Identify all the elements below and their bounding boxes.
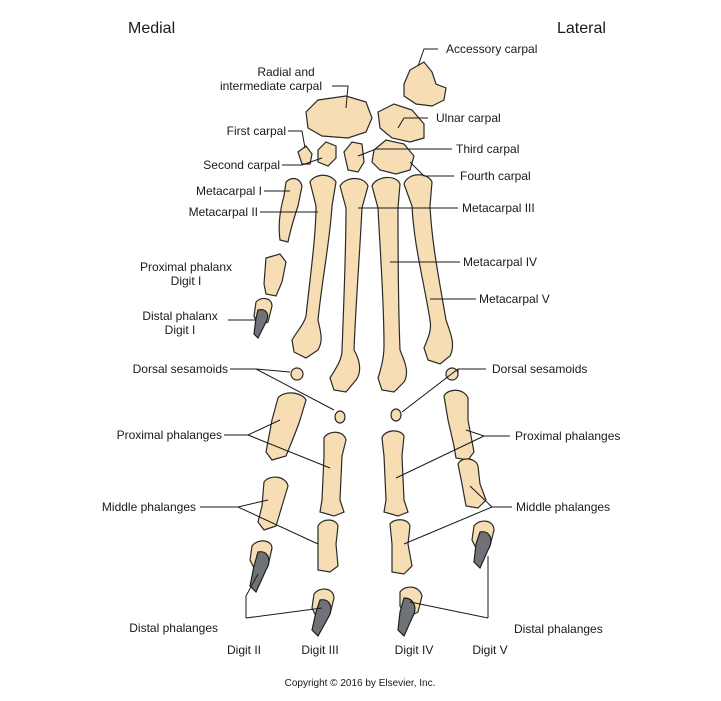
middle-phalanx-digit-v bbox=[457, 458, 487, 509]
leader-lines bbox=[200, 48, 512, 619]
middle-phalanges-right-label: Middle phalanges bbox=[516, 500, 611, 514]
digit-iii-label: Digit III bbox=[301, 643, 339, 657]
metacarpal-i-label: Metacarpal I bbox=[195, 184, 262, 198]
dorsal-sesamoid-digit-iv bbox=[390, 408, 402, 422]
third-carpal-label: Third carpal bbox=[456, 142, 520, 156]
metacarpal-ii-label: Metacarpal II bbox=[188, 205, 258, 219]
first-carpal-label: First carpal bbox=[226, 124, 286, 138]
distal-phalanx-digit-iv-claw bbox=[397, 597, 416, 638]
proximal-phalanx-digit-v bbox=[443, 389, 475, 461]
accessory-carpal-label: Accessory carpal bbox=[446, 42, 538, 56]
proximal-phalanx-digit-i-label-line2: Digit I bbox=[170, 274, 202, 288]
metacarpal-iii-label: Metacarpal III bbox=[462, 201, 535, 215]
metacarpal-iv-label: Metacarpal IV bbox=[463, 255, 538, 269]
distal-phalanx-digit-iii-claw bbox=[311, 599, 332, 637]
accessory-carpal-bone bbox=[403, 61, 447, 107]
middle-phalanx-digit-iii bbox=[317, 519, 339, 573]
third-carpal-bone bbox=[343, 141, 365, 173]
digit-v-label: Digit V bbox=[472, 643, 508, 657]
middle-phalanx-digit-ii bbox=[257, 476, 289, 531]
metacarpal-iii-bone bbox=[329, 177, 369, 393]
digit-iv-label: Digit IV bbox=[394, 643, 434, 657]
dorsal-sesamoids-right-label: Dorsal sesamoids bbox=[492, 362, 588, 376]
metacarpal-i-bone bbox=[278, 177, 303, 243]
proximal-phalanx-digit-iv bbox=[381, 430, 409, 517]
middle-phalanges-left-label: Middle phalanges bbox=[101, 500, 196, 514]
dorsal-sesamoids-left-label: Dorsal sesamoids bbox=[132, 362, 228, 376]
proximal-phalanges-left-label: Proximal phalanges bbox=[116, 428, 222, 442]
radial-intermediate-carpal-label-line2: intermediate carpal bbox=[219, 79, 323, 93]
second-carpal-label: Second carpal bbox=[203, 158, 280, 172]
digit-ii-label: Digit II bbox=[226, 643, 261, 657]
distal-phalanx-digit-i-label-line2: Digit I bbox=[164, 323, 196, 337]
lateral-heading: Lateral bbox=[557, 20, 606, 37]
metacarpal-iv-bone bbox=[371, 176, 408, 393]
fourth-carpal-bone bbox=[371, 139, 415, 175]
distal-phalanx-digit-v-claw bbox=[473, 531, 492, 570]
radial-intermediate-carpal-bone bbox=[305, 95, 373, 139]
metacarpal-v-bone bbox=[403, 174, 454, 365]
proximal-phalanx-digit-ii bbox=[265, 392, 307, 461]
distal-phalanges-left-label: Distal phalanges bbox=[129, 621, 218, 635]
proximal-phalanx-digit-i-bone bbox=[263, 253, 287, 297]
first-carpal-bone bbox=[297, 145, 313, 165]
ulnar-carpal-label: Ulnar carpal bbox=[436, 111, 501, 125]
proximal-phalanx-digit-iii bbox=[319, 431, 347, 517]
radial-intermediate-carpal-label-line1: Radial and bbox=[257, 65, 315, 79]
second-carpal-bone bbox=[317, 141, 337, 167]
metacarpal-v-label: Metacarpal V bbox=[479, 292, 550, 306]
fourth-carpal-label: Fourth carpal bbox=[460, 169, 531, 183]
copyright-notice: Copyright © 2016 by Elsevier, Inc. bbox=[284, 678, 436, 689]
medial-heading: Medial bbox=[128, 20, 176, 37]
distal-phalanx-digit-ii-claw bbox=[249, 551, 270, 594]
dorsal-sesamoid-digit-ii bbox=[290, 367, 304, 381]
metacarpal-ii-bone bbox=[291, 174, 337, 359]
distal-phalanges-right-label: Distal phalanges bbox=[514, 622, 603, 636]
distal-phalanx-digit-i-claw bbox=[253, 309, 269, 340]
dorsal-sesamoid-digit-iii bbox=[334, 410, 346, 424]
distal-phalanx-digit-i-label-line1: Distal phalanx bbox=[142, 309, 218, 323]
middle-phalanx-digit-iv bbox=[389, 519, 413, 575]
proximal-phalanges-right-label: Proximal phalanges bbox=[515, 429, 621, 443]
proximal-phalanx-digit-i-label-line1: Proximal phalanx bbox=[139, 260, 233, 274]
